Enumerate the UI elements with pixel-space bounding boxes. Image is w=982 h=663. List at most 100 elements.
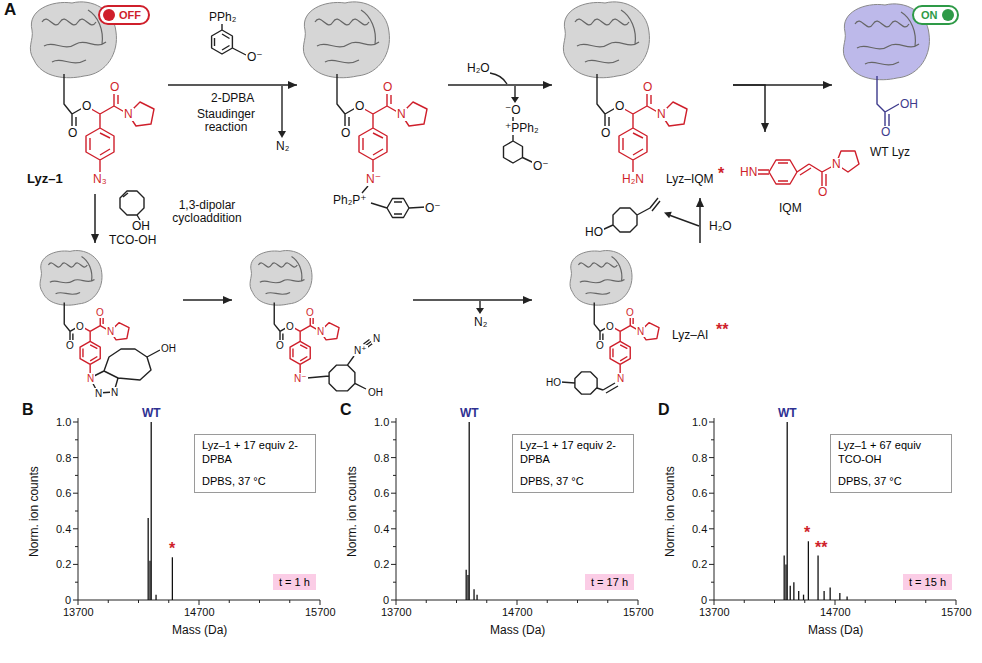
peak-label: WT <box>142 407 161 420</box>
tick-label: 0.2 <box>374 558 389 570</box>
arrowhead <box>761 123 769 132</box>
x-tick <box>456 600 457 603</box>
atom-label: OH <box>160 343 177 354</box>
x-tick <box>865 600 866 603</box>
spectrum-peak <box>149 561 150 600</box>
atom-label: N <box>636 326 645 337</box>
y-tick <box>73 422 78 423</box>
atom-label: PPh₂ <box>208 11 237 24</box>
atom-label: O <box>109 81 120 94</box>
y-tick <box>709 422 714 423</box>
compound-name: WT Lyz <box>870 146 910 159</box>
arrowhead <box>696 198 704 207</box>
y-tick <box>391 528 396 529</box>
reagent-label: H₂O <box>467 62 490 75</box>
bond <box>362 186 426 218</box>
atom-label: O <box>605 321 615 332</box>
spectrum-peak <box>473 589 474 600</box>
switch-label: ON <box>921 10 938 21</box>
tick-label: 13700 <box>699 606 730 618</box>
arrow-line <box>168 84 297 86</box>
atom-label: O⁻ <box>424 202 442 215</box>
y-tick <box>391 457 396 458</box>
condition-box: Lyz–1 + 67 equiv TCO-OHDPBS, 37 °C <box>830 434 952 493</box>
condition-text: DPBS, 37 °C <box>202 475 308 489</box>
atom-label: O <box>95 307 105 318</box>
condition-box: Lyz–1 + 17 equiv 2-DPBADPBS, 37 °C <box>194 434 316 493</box>
switch-label: OFF <box>119 10 141 21</box>
atom-label: O <box>642 81 653 94</box>
tick-label: 0 <box>383 594 389 606</box>
spectrum-peak <box>785 564 786 600</box>
tick-label: 1.0 <box>56 416 71 428</box>
switch-knob <box>942 9 954 21</box>
axis-title: Mass (Da) <box>808 624 863 637</box>
atom-label: N <box>616 373 625 384</box>
imine-structure <box>561 372 618 394</box>
y-tick <box>391 564 396 565</box>
atom-label: O <box>65 340 75 351</box>
tick-label: 14700 <box>820 606 851 618</box>
x-tick <box>229 600 230 603</box>
product-marker: ** <box>716 321 728 339</box>
x-tick <box>199 600 200 605</box>
atom-label: N <box>656 108 667 121</box>
linker-structure <box>337 74 427 172</box>
reagent-structure <box>212 23 246 55</box>
tick-label: 0.2 <box>692 558 707 570</box>
tick-label: 0.4 <box>692 523 707 535</box>
x-tick <box>577 600 578 603</box>
y-tick <box>709 528 714 529</box>
tick-label: 14700 <box>184 606 215 618</box>
y-axis <box>396 418 397 600</box>
atom-label: O <box>354 100 365 113</box>
reaction-arrow <box>696 198 704 243</box>
y-tick <box>73 600 78 601</box>
structure-group: OOONN⁻Ph₂P⁺O⁻ <box>300 3 445 225</box>
y-tick <box>709 600 714 601</box>
structure-group: HNONIQM <box>735 135 860 220</box>
atom-label: ⁺PPh₂ <box>504 122 540 135</box>
x-tick <box>835 600 836 605</box>
structure-group: OOONH₂NLyz–IQM* <box>555 3 730 195</box>
atom-label: O <box>817 186 828 199</box>
iqm-structure <box>756 151 859 186</box>
x-tick <box>804 600 805 603</box>
time-text: t = 17 h <box>591 575 628 589</box>
x-tick <box>638 600 639 605</box>
spectrum-peak <box>476 595 477 600</box>
spectrum-peak <box>784 556 785 601</box>
x-tick <box>138 600 139 603</box>
time-box: t = 15 h <box>903 574 952 590</box>
diazo-structure <box>307 340 373 391</box>
atom-label: O <box>81 100 92 113</box>
atom-label: O <box>880 126 891 139</box>
atom-label: N⁺ <box>353 345 368 356</box>
x-tick <box>426 600 427 603</box>
tick-label: 0.6 <box>692 487 707 499</box>
linker-structure <box>594 302 659 373</box>
arrow-line <box>413 299 532 301</box>
arrowheads <box>278 97 672 314</box>
y-tick <box>393 582 396 583</box>
atom-label: O⁻ <box>532 160 550 173</box>
spectrum-peak <box>148 518 149 600</box>
x-tick <box>289 600 290 603</box>
tick-label: 13700 <box>381 606 412 618</box>
y-tick <box>709 493 714 494</box>
atom-label: N <box>106 326 115 337</box>
acid-bond <box>877 76 899 126</box>
tick-label: 15700 <box>941 606 972 618</box>
arrow-line <box>448 84 552 86</box>
x-tick <box>925 600 926 603</box>
y-tick <box>75 475 78 476</box>
protein <box>30 2 116 78</box>
x-tick <box>396 600 397 605</box>
spectrum-peak <box>839 593 840 600</box>
tick-label: 0.2 <box>56 558 71 570</box>
panel-letter: A <box>4 1 16 20</box>
arrowhead <box>476 308 484 314</box>
spectrum-peak <box>155 595 156 600</box>
